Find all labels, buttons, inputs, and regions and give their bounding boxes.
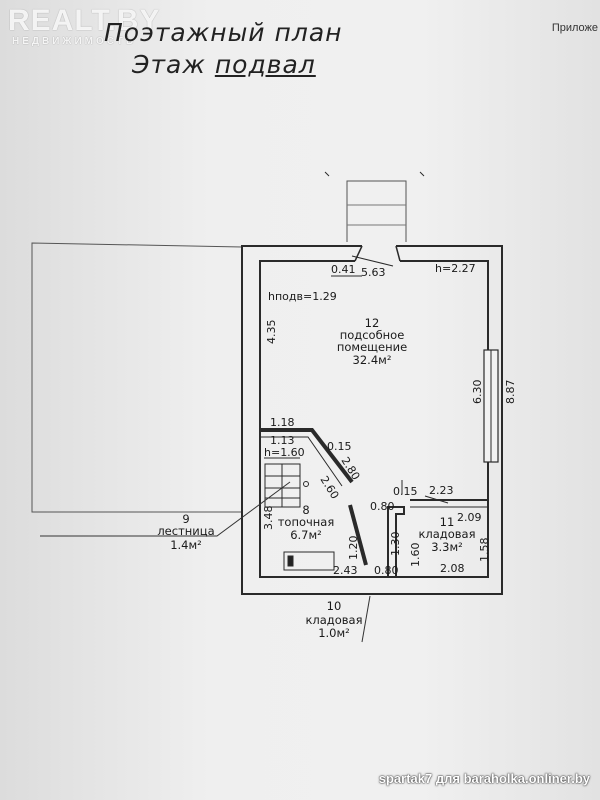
dim-118: 1.18 bbox=[270, 416, 295, 429]
room-9-area: 1.4м² bbox=[170, 538, 202, 552]
floor-label: Этаж bbox=[132, 50, 206, 79]
source-watermark: spartak7 для baraholka.onliner.by bbox=[378, 771, 590, 786]
dim-113: 1.13 bbox=[270, 434, 295, 447]
dim-120: 1.20 bbox=[347, 536, 360, 561]
height-basement: hподв=1.29 bbox=[268, 290, 337, 303]
room-8-number: 8 bbox=[302, 503, 309, 517]
room-10-name: кладовая bbox=[305, 613, 362, 627]
dim-041: 0.41 bbox=[331, 263, 356, 276]
height-main: h=2.27 bbox=[435, 262, 476, 275]
room-11-number: 11 bbox=[440, 515, 455, 529]
dim-015a: 0.15 bbox=[327, 440, 352, 453]
outer-wall bbox=[241, 245, 503, 595]
dim-223: 2.23 bbox=[429, 484, 454, 497]
floor-value: подвал bbox=[214, 50, 316, 79]
dim-209: 2.09 bbox=[457, 511, 482, 524]
dim-208: 2.08 bbox=[440, 562, 465, 575]
dim-243: 2.43 bbox=[333, 564, 358, 577]
room-8-area: 6.7м² bbox=[290, 528, 322, 542]
room-11-name: кладовая bbox=[418, 527, 475, 541]
room-11-area: 3.3м² bbox=[431, 540, 463, 554]
room-9-name: лестница bbox=[157, 524, 214, 538]
room-12-area: 32.4м² bbox=[353, 353, 392, 367]
room-8-name: топочная bbox=[278, 515, 335, 529]
dim-130: 1.30 bbox=[389, 532, 402, 557]
dim-435: 4.35 bbox=[265, 320, 278, 345]
height-stairs: h=1.60 bbox=[264, 446, 305, 459]
dim-260: 2.60 bbox=[317, 474, 341, 502]
dim-158: 1.58 bbox=[478, 538, 491, 563]
room-12-name1: подсобное bbox=[340, 328, 405, 342]
room-10-number: 10 bbox=[327, 599, 342, 613]
room-10-area: 1.0м² bbox=[318, 626, 350, 640]
dim-887: 8.87 bbox=[504, 380, 517, 405]
inner-wall bbox=[259, 260, 489, 578]
dim-630: 6.30 bbox=[471, 380, 484, 405]
plan-title: Поэтажный план bbox=[104, 18, 343, 47]
dim-160: 1.60 bbox=[409, 543, 422, 568]
room-9-number: 9 bbox=[182, 512, 189, 526]
dim-080a: 0.80 bbox=[370, 500, 395, 513]
dim-015b: 0.15 bbox=[393, 485, 418, 498]
dim-563: 5.63 bbox=[361, 266, 386, 279]
dim-080b: 0.80 bbox=[374, 564, 399, 577]
appendix-label: Приложе bbox=[551, 22, 598, 34]
dim-348: 3.48 bbox=[262, 506, 275, 531]
room-12-number: 12 bbox=[365, 316, 380, 330]
room-12-name2: помещение bbox=[337, 340, 407, 354]
realt-watermark: REALT.BY НЕДВИЖИМОСТЬ bbox=[8, 4, 161, 48]
watermark-brand: REALT.BY bbox=[8, 4, 161, 37]
watermark-subtitle: НЕДВИЖИМОСТЬ bbox=[12, 36, 137, 47]
annex-outline bbox=[31, 242, 243, 513]
floor-title: Этаж подвал bbox=[132, 50, 316, 79]
